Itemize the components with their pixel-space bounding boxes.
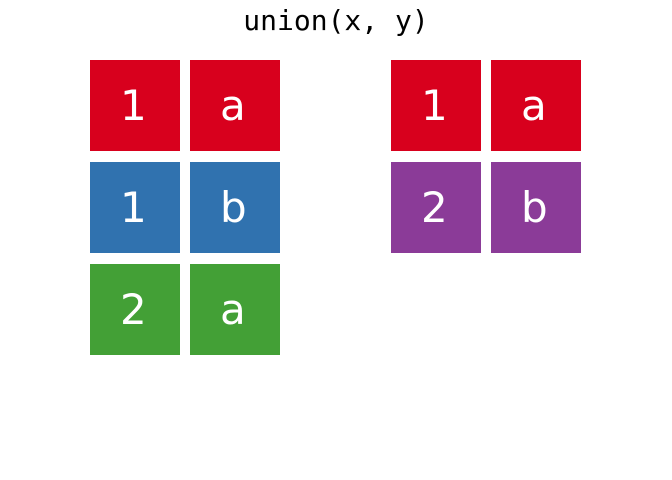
table-cell-key: 1 xyxy=(90,60,180,151)
table-cell-key: 1 xyxy=(391,60,481,151)
table-cell-value: b xyxy=(491,162,581,253)
table-cell-value: b xyxy=(190,162,280,253)
table-cell-value: a xyxy=(190,264,280,355)
page-title: union(x, y) xyxy=(243,4,429,37)
table-cell-value: a xyxy=(190,60,280,151)
table-cell-key: 2 xyxy=(391,162,481,253)
table-cell-key: 2 xyxy=(90,264,180,355)
table-cell-key: 1 xyxy=(90,162,180,253)
table-cell-value: a xyxy=(491,60,581,151)
